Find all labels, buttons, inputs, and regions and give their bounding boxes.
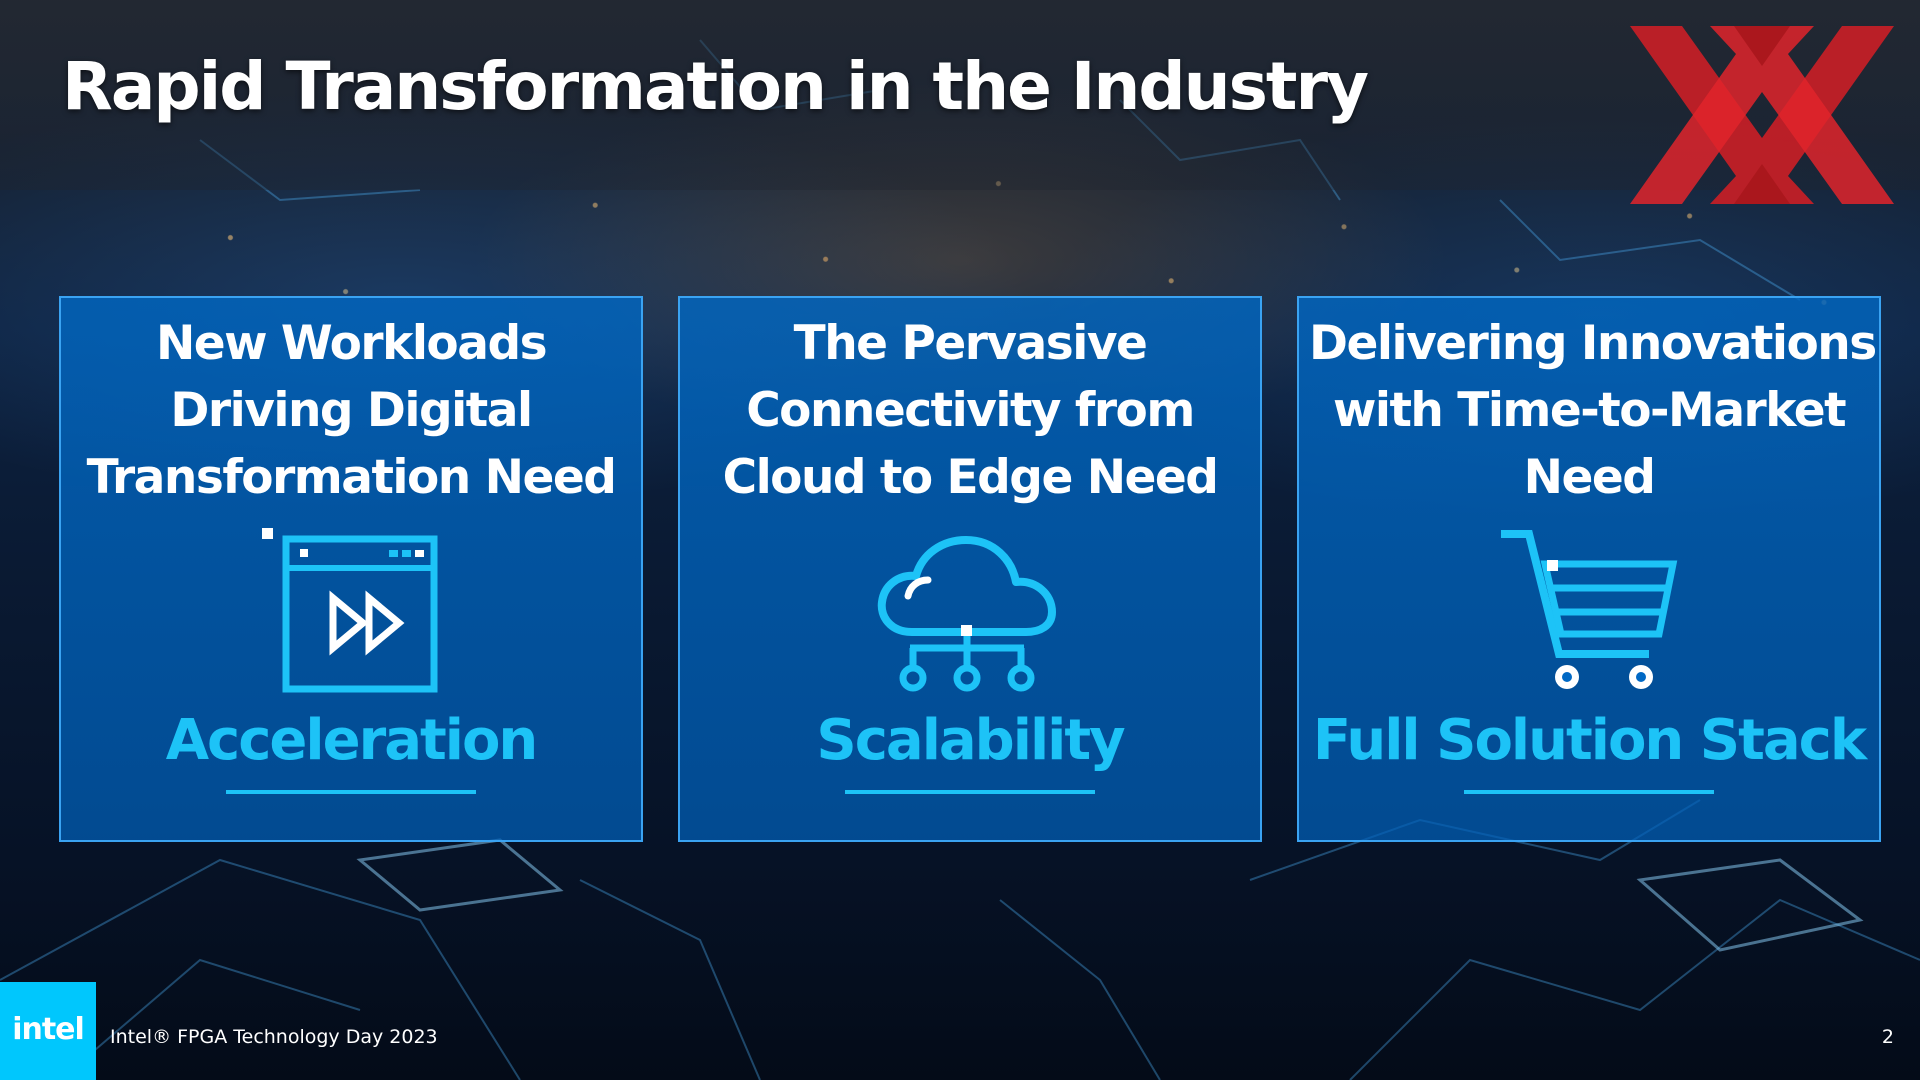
panel-heading-line: The Pervasive xyxy=(793,316,1148,371)
panel-keyword: Scalability xyxy=(816,708,1125,773)
panel-full-solution-stack: Delivering Innovations with Time-to-Mark… xyxy=(1297,296,1881,842)
xx-logo-icon xyxy=(1630,26,1894,204)
panel-heading-line: Connectivity from xyxy=(746,383,1195,438)
footer-event-name: Intel® FPGA Technology Day 2023 xyxy=(110,1026,438,1048)
fast-forward-window-icon xyxy=(262,528,438,693)
panel-heading-line: with Time-to-Market xyxy=(1332,383,1847,438)
panel-scalability: The Pervasive Connectivity from Cloud to… xyxy=(678,296,1262,842)
keyword-underline xyxy=(226,790,476,794)
panel-heading-line: New Workloads xyxy=(155,316,548,371)
slide-title: Rapid Transformation in the Industry xyxy=(62,48,1369,125)
page-number: 2 xyxy=(1881,1026,1894,1048)
title-band xyxy=(0,0,1920,190)
panel-heading-line: Delivering Innovations xyxy=(1309,316,1877,371)
intel-logo: intel xyxy=(0,982,96,1080)
shopping-cart-icon xyxy=(1501,530,1678,689)
panel-heading: New Workloads Driving Digital Transforma… xyxy=(61,310,641,511)
intel-wordmark: intel xyxy=(12,1012,85,1047)
panel-keyword: Acceleration xyxy=(165,708,539,773)
keyword-underline xyxy=(1464,790,1714,794)
panel-heading-line: Cloud to Edge Need xyxy=(722,450,1219,505)
panel-acceleration: New Workloads Driving Digital Transforma… xyxy=(59,296,643,842)
keyword-underline xyxy=(845,790,1095,794)
cloud-network-icon xyxy=(877,536,1056,692)
panel-heading-line: Need xyxy=(1523,450,1656,505)
panel-heading-line: Transformation Need xyxy=(86,450,617,505)
panel-heading: Delivering Innovations with Time-to-Mark… xyxy=(1299,310,1879,511)
panel-keyword: Full Solution Stack xyxy=(1312,708,1867,773)
panel-heading: The Pervasive Connectivity from Cloud to… xyxy=(680,310,1260,511)
panel-heading-line: Driving Digital xyxy=(170,383,533,438)
